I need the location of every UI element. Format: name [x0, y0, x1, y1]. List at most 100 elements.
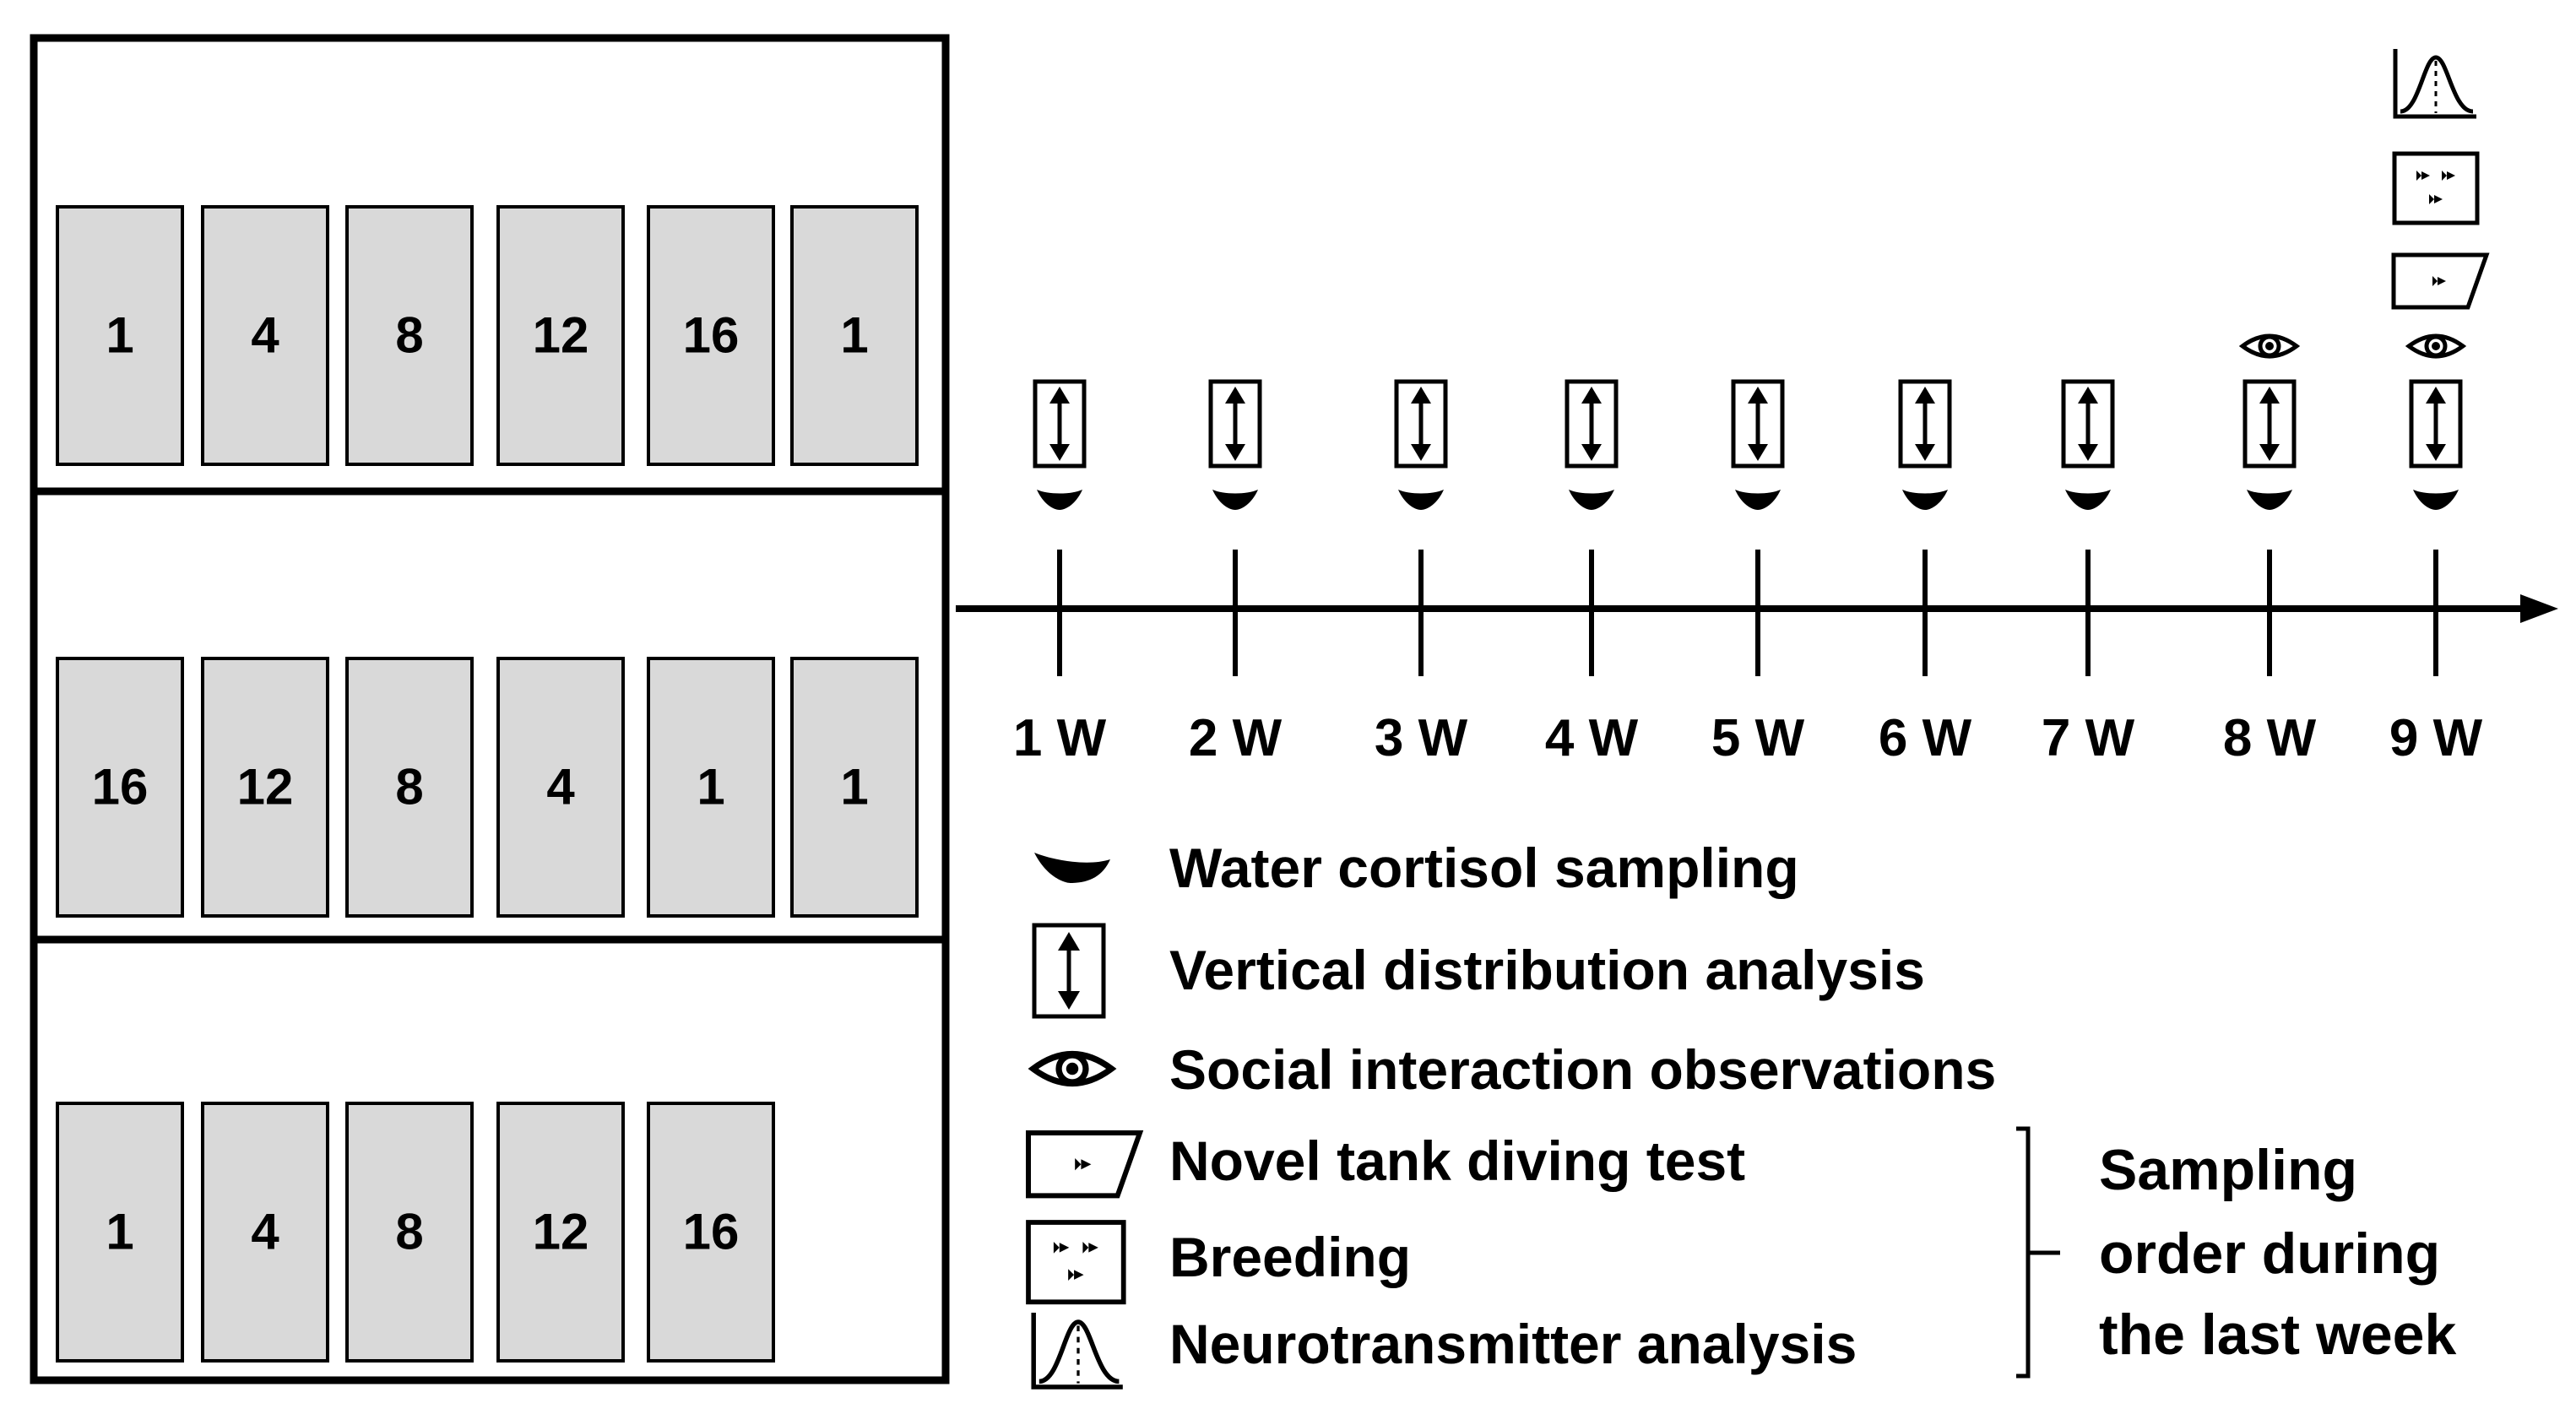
week-label: 6 W: [1879, 709, 1972, 767]
vertical-arrow-box-icon: [1211, 382, 1260, 466]
tank-label: 1: [840, 307, 868, 364]
sampling-order-note: Sampling order during the last week: [2016, 1126, 2456, 1379]
legend-item-novel-tank: Novel tank diving test: [1028, 1130, 1745, 1195]
week-label: 4 W: [1545, 709, 1639, 767]
tank: 16: [647, 1102, 775, 1363]
tank: 8: [345, 1102, 474, 1363]
tank-label: 16: [683, 1204, 740, 1260]
tank-label: 12: [533, 307, 589, 364]
tank: 16: [647, 205, 775, 466]
tank-label: 1: [106, 1204, 133, 1260]
week-6: 6 W: [1879, 382, 1972, 767]
vertical-arrow-box-icon: [1396, 382, 1445, 466]
tank-label: 16: [92, 759, 149, 815]
tank-rack: 1 4 8 12 16 1 16 12 8 4 1 1 1 4 8 12 16: [30, 34, 950, 1384]
tank: 8: [345, 205, 474, 466]
sampling-order-line-2: order during: [2099, 1222, 2440, 1286]
sampling-order-bracket: [2016, 1126, 2060, 1379]
week-label: 7 W: [2042, 709, 2135, 767]
tank-label: 8: [395, 1204, 423, 1260]
neurotransmitter-peak-icon: [1033, 1313, 1123, 1387]
tank-label: 4: [546, 759, 575, 815]
tank: 16: [56, 657, 184, 918]
legend-label-cortisol: Water cortisol sampling: [1169, 837, 1799, 899]
vertical-arrow-box-icon: [1567, 382, 1616, 466]
breeding-icon: [2394, 154, 2477, 223]
week-1: 1 W: [1013, 382, 1107, 767]
cortisol-drop-icon: [2065, 490, 2111, 510]
vertical-arrow-box-icon: [2064, 382, 2112, 466]
week-label: 1 W: [1013, 709, 1107, 767]
legend: Water cortisol sampling Vertical distrib…: [1028, 837, 1996, 1387]
eye-icon: [2242, 336, 2297, 356]
vertical-arrow-box-icon: [1032, 923, 1106, 1019]
cortisol-drop-icon: [1902, 490, 1948, 510]
vertical-arrow-box-icon: [1901, 382, 1950, 466]
timeline: 1 W 2 W 3 W 4 W 5 W 6 W 7 W 8 W 9 W: [956, 49, 2558, 767]
legend-label-social: Social interaction observations: [1169, 1038, 1996, 1101]
week-5: 5 W: [1711, 382, 1805, 767]
week-ticks: 1 W 2 W 3 W 4 W 5 W 6 W 7 W 8 W 9 W: [1013, 49, 2487, 767]
vertical-arrow-box-icon: [1733, 382, 1782, 466]
legend-item-breeding: Breeding: [1028, 1222, 1411, 1302]
legend-item-cortisol: Water cortisol sampling: [1034, 837, 1799, 899]
cortisol-drop-icon: [1037, 490, 1082, 510]
tank: 4: [201, 1102, 329, 1363]
week-7: 7 W: [2042, 382, 2135, 767]
cortisol-drop-icon: [1034, 853, 1110, 883]
tank: 8: [345, 657, 474, 918]
tank: 4: [496, 657, 625, 918]
cortisol-drop-icon: [2413, 490, 2459, 510]
vertical-arrow-box-icon: [2245, 382, 2294, 466]
eye-icon: [2409, 336, 2463, 356]
cortisol-drop-icon: [1569, 490, 1614, 510]
tank-label: 4: [251, 307, 279, 364]
legend-item-social: Social interaction observations: [1033, 1038, 1996, 1101]
tank-label: 4: [251, 1204, 279, 1260]
shelf-top: 1 4 8 12 16 1: [56, 205, 919, 466]
tank-label: 1: [106, 307, 133, 364]
week-2: 2 W: [1189, 382, 1283, 767]
sampling-order-line-3: the last week: [2099, 1303, 2456, 1367]
tank: 4: [201, 205, 329, 466]
vertical-arrow-box-icon: [2411, 382, 2460, 466]
week-8: 8 W: [2223, 336, 2317, 767]
novel-tank-icon: [2394, 255, 2487, 307]
tank: 1: [790, 205, 919, 466]
tank-label: 8: [395, 307, 423, 364]
tank: 1: [56, 1102, 184, 1363]
legend-item-neurotransmitter: Neurotransmitter analysis: [1033, 1313, 1857, 1387]
tank-label: 1: [697, 759, 724, 815]
vertical-arrow-box-icon: [1035, 382, 1084, 466]
tank-label: 12: [533, 1204, 589, 1260]
tank: 1: [56, 205, 184, 466]
week-4: 4 W: [1545, 382, 1639, 767]
cortisol-drop-icon: [1735, 490, 1781, 510]
week-label: 5 W: [1711, 709, 1805, 767]
week-3: 3 W: [1375, 382, 1468, 767]
breeding-icon: [1028, 1222, 1124, 1302]
timeline-arrowhead: [2520, 594, 2558, 623]
legend-label-vertical: Vertical distribution analysis: [1169, 939, 1925, 1001]
legend-item-vertical: Vertical distribution analysis: [1032, 923, 1925, 1019]
legend-label-novel-tank: Novel tank diving test: [1169, 1130, 1745, 1192]
eye-icon: [1033, 1054, 1112, 1084]
cortisol-drop-icon: [2247, 490, 2292, 510]
week-label: 3 W: [1375, 709, 1468, 767]
cortisol-drop-icon: [1212, 490, 1258, 510]
week-9: 9 W: [2389, 49, 2487, 767]
neurotransmitter-peak-icon: [2395, 49, 2476, 116]
tank-label: 12: [237, 759, 294, 815]
week-label: 8 W: [2223, 709, 2317, 767]
shelf-middle: 16 12 8 4 1 1: [56, 657, 919, 918]
tank: 12: [496, 205, 625, 466]
tank: 1: [790, 657, 919, 918]
cortisol-drop-icon: [1398, 490, 1444, 510]
tank-label: 1: [840, 759, 868, 815]
legend-label-breeding: Breeding: [1169, 1226, 1411, 1288]
legend-label-neurotransmitter: Neurotransmitter analysis: [1169, 1313, 1857, 1375]
novel-tank-icon: [1028, 1133, 1140, 1195]
tank: 1: [647, 657, 775, 918]
tank: 12: [201, 657, 329, 918]
